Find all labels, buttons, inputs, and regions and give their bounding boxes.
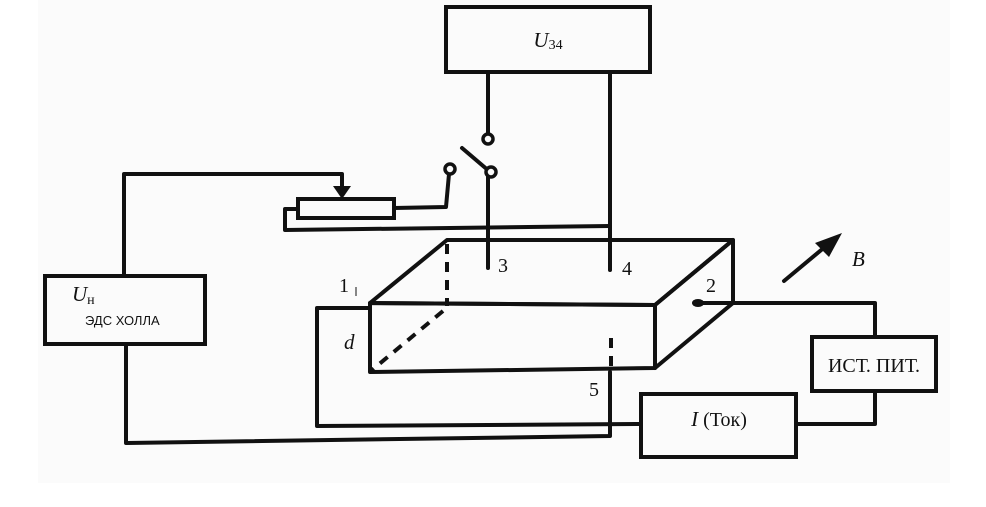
wire-power-to-ammeter <box>794 385 877 426</box>
potentiometer <box>296 197 396 220</box>
switch-terminal-pivot <box>484 165 498 179</box>
sample-right-face <box>653 238 735 370</box>
wire-hall-to-contact-5 <box>124 342 612 445</box>
contact-2-label: 2 <box>706 275 716 297</box>
potentiometer-wiper-arrow <box>333 186 351 199</box>
contact-5-label: 5 <box>589 379 599 401</box>
wire-potentiometer-loop <box>283 207 612 232</box>
voltmeter-u34: U34 <box>444 5 652 74</box>
contact-4-label: 4 <box>622 258 632 280</box>
hall-voltage-meter: Uн ЭДС ХОЛЛА <box>43 274 207 346</box>
ammeter: I(Ток) <box>639 392 798 459</box>
magnetic-field-label: B <box>852 247 865 271</box>
contact-3-label: 3 <box>498 255 508 277</box>
magnetic-field-arrow <box>782 233 842 283</box>
voltmeter-u34-label: U34 <box>533 28 562 53</box>
power-supply-label: ИСТ. ПИТ. <box>828 355 920 377</box>
wire-contact-2-to-power <box>696 301 877 339</box>
thickness-label: d <box>344 330 355 354</box>
switch-blade <box>460 146 491 173</box>
wire-hall-to-potentiometer <box>122 172 344 278</box>
contact-2-dot <box>692 299 704 307</box>
power-supply: ИСТ. ПИТ. <box>810 335 938 393</box>
hall-meter-caption: ЭДС ХОЛЛА <box>85 313 160 328</box>
switch-terminal-top <box>481 132 495 146</box>
wire-ammeter-to-contact-1 <box>315 306 643 428</box>
hidden-edge-diagonal <box>370 309 445 372</box>
ammeter-label: I(Ток) <box>690 407 747 431</box>
switch-terminal-left <box>443 162 457 176</box>
hall-meter-label: Uн <box>72 282 95 308</box>
semiconductor-sample <box>368 238 735 374</box>
sample-top-face <box>368 238 735 307</box>
wire-potentiometer-to-switch <box>392 172 451 210</box>
contact-1-label: 1 <box>339 275 349 297</box>
